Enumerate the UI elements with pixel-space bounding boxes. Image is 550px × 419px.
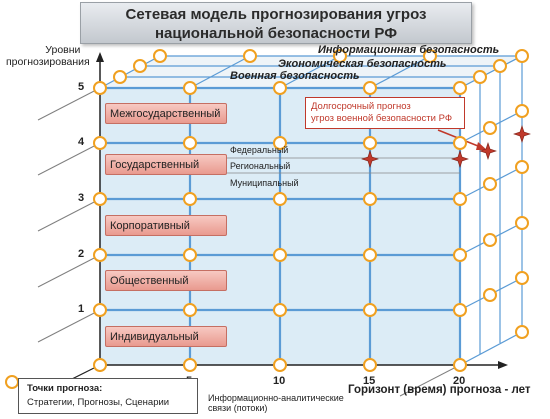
- note-line1: Долгосрочный прогноз: [311, 101, 411, 112]
- node: [273, 81, 287, 95]
- node: [183, 358, 197, 372]
- forecast-nodes: [5, 49, 529, 389]
- node: [93, 303, 107, 317]
- top-grid: [120, 55, 500, 89]
- y-axis-arrow: [96, 52, 104, 62]
- node: [363, 248, 377, 262]
- node: [183, 136, 197, 150]
- node: [515, 49, 529, 63]
- level-state: Государственный: [105, 154, 227, 175]
- node: [483, 288, 497, 302]
- node: [153, 49, 167, 63]
- y-tick-5: 5: [78, 81, 85, 93]
- star-icon: [513, 125, 531, 143]
- note-arrow-head: [476, 142, 487, 150]
- node: [93, 248, 107, 262]
- side-plane: [459, 55, 523, 366]
- long-term-forecast-note: Долгосрочный прогноз угроз военной безоп…: [305, 97, 465, 129]
- node: [363, 81, 377, 95]
- node: [515, 216, 529, 230]
- node: [515, 160, 529, 174]
- node: [453, 358, 467, 372]
- node: [515, 104, 529, 118]
- node: [133, 59, 147, 73]
- sublevel-municipal: Муниципальный: [230, 178, 299, 188]
- node: [453, 303, 467, 317]
- y-tick-1: 1: [78, 303, 85, 315]
- node: [183, 248, 197, 262]
- sublevel-federal: Федеральный: [230, 145, 289, 155]
- y-axis-title-line2: прогнозирования: [6, 56, 90, 68]
- node: [93, 358, 107, 372]
- x-axis-title: Горизонт (время) прогноза - лет: [348, 384, 531, 396]
- node: [483, 233, 497, 247]
- node: [333, 49, 347, 63]
- node: [363, 358, 377, 372]
- node: [423, 49, 437, 63]
- level-interstate: Межгосударственный: [105, 103, 227, 124]
- node: [183, 192, 197, 206]
- legend-points-title: Точки прогноза:: [27, 383, 103, 394]
- y-tick-3: 3: [78, 192, 85, 204]
- node: [483, 177, 497, 191]
- forecast-stars: [361, 125, 531, 168]
- legend-flow: Информационно-аналитические связи (поток…: [200, 393, 344, 413]
- level-individual: Индивидуальный: [105, 326, 227, 347]
- node: [273, 358, 287, 372]
- node: [273, 303, 287, 317]
- plane-economic-security: Экономическая безопасность: [278, 58, 447, 70]
- level-corporate: Корпоративный: [105, 215, 227, 236]
- legend-points-items: Стратегии, Прогнозы, Сценарии: [27, 397, 170, 408]
- node: [243, 49, 257, 63]
- node: [363, 303, 377, 317]
- y-tick-2: 2: [78, 248, 85, 260]
- node: [93, 192, 107, 206]
- node: [183, 81, 197, 95]
- y-axis-title-line1: Уровни: [45, 44, 81, 56]
- x-tick-20: 20: [453, 375, 466, 387]
- star-icon: [451, 150, 469, 168]
- legend-node: [5, 375, 19, 389]
- x-axis-arrow: [498, 361, 508, 369]
- star-icon: [479, 142, 497, 160]
- node: [363, 136, 377, 150]
- y-axis-title: Уровни прогнозирования: [6, 44, 90, 68]
- plane-info-security: Информационная безопасность: [318, 44, 500, 56]
- star-icon: [361, 150, 379, 168]
- node: [453, 248, 467, 262]
- sublevel-lines: [222, 157, 460, 174]
- x-tick-10: 10: [273, 375, 286, 387]
- title-line2: национальной безопасности РФ: [154, 25, 398, 42]
- sublevel-regional: Региональный: [230, 161, 291, 171]
- node: [473, 70, 487, 84]
- title-line1: Сетевая модель прогнозирования угроз: [125, 6, 427, 23]
- node: [273, 248, 287, 262]
- node: [483, 121, 497, 135]
- legend-flow-line2: связи (потоки): [208, 403, 268, 413]
- x-tick-15: 15: [363, 375, 376, 387]
- node: [453, 192, 467, 206]
- node: [273, 136, 287, 150]
- y-tick-4: 4: [78, 136, 85, 148]
- node: [273, 192, 287, 206]
- node: [113, 70, 127, 84]
- node: [493, 59, 507, 73]
- node: [93, 136, 107, 150]
- title-bar: Сетевая модель прогнозирования угроз нац…: [80, 2, 472, 44]
- node: [453, 136, 467, 150]
- legend-flow-line1: Информационно-аналитические: [208, 393, 344, 403]
- node: [363, 192, 377, 206]
- node: [93, 81, 107, 95]
- node: [515, 271, 529, 285]
- node: [183, 303, 197, 317]
- node: [453, 81, 467, 95]
- note-line2: угроз военной безопасности РФ: [311, 113, 453, 124]
- node: [515, 325, 529, 339]
- legend-box: Точки прогноза: Стратегии, Прогнозы, Сце…: [18, 378, 198, 414]
- plane-military-security: Военная безопасность: [230, 70, 360, 82]
- level-public: Общественный: [105, 270, 227, 291]
- depth-lines: [37, 87, 461, 397]
